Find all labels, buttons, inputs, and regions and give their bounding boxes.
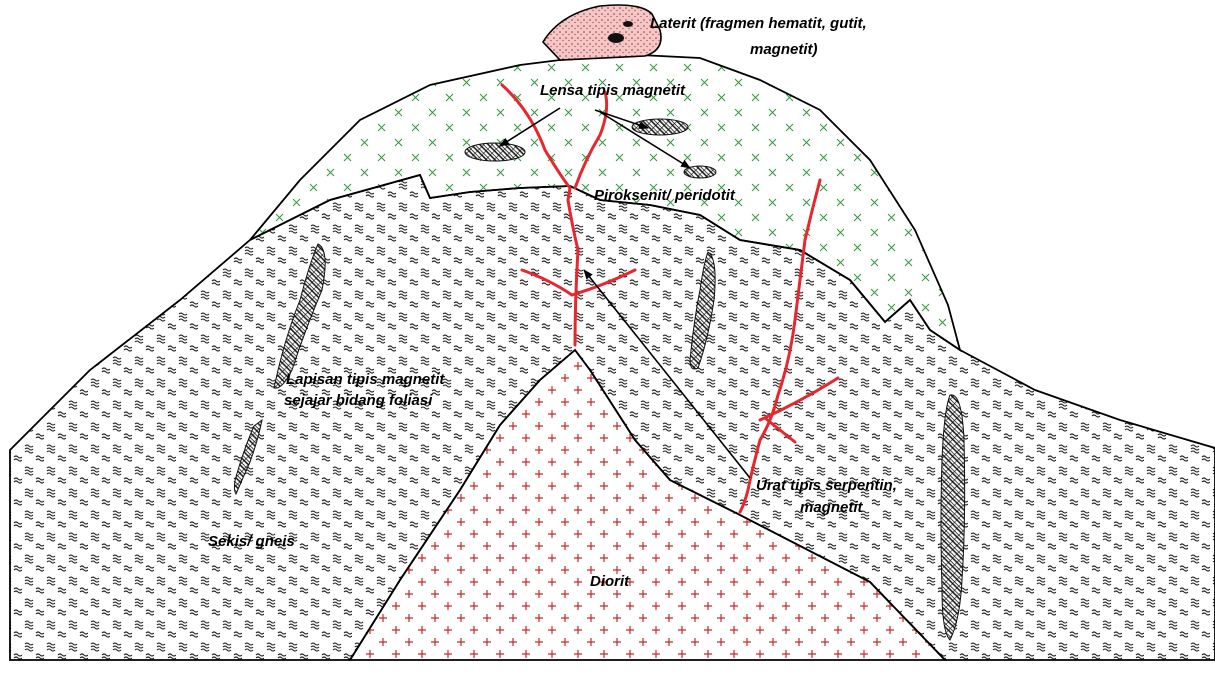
label-urat-line2: magnetit bbox=[800, 499, 864, 516]
laterite-cap bbox=[543, 5, 661, 60]
magnetite-lens bbox=[465, 143, 525, 161]
label-lensa-tipis-magnetit: Lensa tipis magnetit bbox=[540, 82, 686, 99]
label-laterit-line1: Laterit (fragmen hematit, gutit, bbox=[650, 15, 867, 32]
label-lapisan-line1: Lapisan tipis magnetit bbox=[286, 371, 445, 388]
laterite-magnetite-fragment bbox=[608, 33, 624, 43]
laterite-magnetite-fragment bbox=[623, 21, 633, 27]
label-urat-line1: Urat tipis serpentin, bbox=[756, 477, 897, 494]
label-lapisan-line2: sejajar bidang foliasi bbox=[284, 392, 433, 409]
magnetite-lens bbox=[632, 119, 688, 135]
label-sekis-gneis: Sekis/ gneis bbox=[208, 533, 295, 550]
label-piroksenit-peridotit: Piroksenit/ peridotit bbox=[594, 187, 736, 204]
label-laterit-line2: magnetit) bbox=[750, 41, 818, 58]
label-diorit: Diorit bbox=[590, 573, 630, 590]
